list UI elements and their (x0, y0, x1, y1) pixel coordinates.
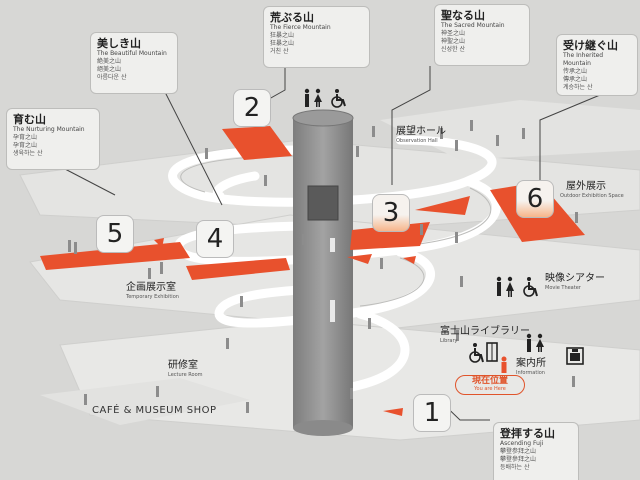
stop-5-line-2: 孕育之山 (13, 142, 38, 149)
lecture-room-jp: 研修室 (168, 360, 198, 371)
outdoor-exhibition-en: Outdoor Exhibition Space (560, 193, 624, 199)
stop-6-line-2: 傳承之山 (563, 76, 588, 83)
movie-theater-jp: 映像シアター (545, 273, 605, 284)
stop-4-line-3: 아름다운 산 (97, 74, 127, 81)
stop-2-subtitle: The Fierce Mountain (270, 24, 331, 31)
stop-badge-5: 5 (96, 215, 134, 253)
label-information: 案内所 Information (516, 358, 546, 377)
stop-card-1: 登拝する山 Ascending Fuji 攀登参拜之山 攀登參拜之山 등배하는 … (493, 422, 579, 480)
label-movie-theater: 映像シアター Movie Theater (545, 273, 605, 292)
stop-1-subtitle: Ascending Fuji (500, 440, 544, 447)
label-observation-hall: 展望ホール Observation Hall (396, 126, 446, 145)
stop-5-title: 育む山 (13, 113, 46, 126)
wheelchair-icon (331, 89, 346, 108)
person-marker-icon (501, 356, 507, 373)
stop-4-subtitle: The Beautiful Mountain (97, 50, 167, 57)
restroom-icon (526, 333, 544, 352)
temporary-exhibition-jp: 企画展示室 (126, 282, 176, 293)
wheelchair-icon (523, 277, 538, 297)
stop-1-line-1: 攀登参拜之山 (500, 448, 537, 455)
central-tower-top (292, 109, 354, 127)
stop-3-title: 聖なる山 (441, 9, 485, 22)
lecture-room-en: Lecture Room (168, 372, 203, 378)
stop-4-line-1: 絶美之山 (97, 58, 122, 65)
zone-3b (415, 196, 470, 215)
stop-5-line-3: 생육하는 산 (13, 150, 43, 157)
stop-6-subtitle: The Inherited Mountain (563, 52, 604, 67)
stop-badge-6: 6 (516, 180, 554, 218)
label-temporary-exhibition: 企画展示室 Temporary Exhibition (126, 282, 179, 301)
stop-1-line-2: 攀登參拜之山 (500, 456, 537, 463)
stop-badge-4: 4 (196, 220, 234, 258)
library-en: Library (440, 338, 458, 344)
stop-6-title: 受け継ぐ山 (563, 39, 618, 52)
stop-card-6: 受け継ぐ山 The Inherited Mountain 传承之山 傳承之山 계… (556, 34, 638, 96)
stop-5-line-1: 孕育之山 (13, 134, 38, 141)
central-tower (293, 118, 353, 428)
you-are-here-marker: 現在位置 You are Here (455, 375, 525, 395)
zone-2 (222, 126, 292, 160)
stop-1-line-3: 등배하는 산 (500, 464, 530, 471)
zone-4 (186, 258, 290, 280)
stop-badge-1: 1 (413, 394, 451, 432)
restroom-icon (304, 88, 322, 107)
information-en: Information (516, 370, 545, 376)
you-are-here-en: You are Here (474, 386, 506, 392)
stop-1-title: 登拝する山 (500, 427, 555, 440)
stop-card-3: 聖なる山 The Sacred Mountain 神圣之山 神聖之山 신성한 산 (434, 4, 530, 66)
temporary-exhibition-en: Temporary Exhibition (126, 294, 179, 300)
restroom-icon (496, 276, 514, 297)
label-library: 富士山ライブラリー Library (440, 326, 530, 345)
stop-2-line-1: 狂暴之山 (270, 32, 295, 39)
stop-card-5: 育む山 The Nurturing Mountain 孕育之山 孕育之山 생육하… (6, 108, 100, 170)
elevator-icon (486, 342, 498, 362)
stop-3-line-3: 신성한 산 (441, 46, 465, 53)
zone-5 (40, 242, 190, 270)
stop-4-title: 美しき山 (97, 37, 141, 50)
zone-3 (350, 222, 430, 250)
stop-2-line-3: 거친 산 (270, 48, 289, 55)
stop-5-subtitle: The Nurturing Mountain (13, 126, 85, 133)
visitor-figures (68, 120, 578, 413)
stop-3-subtitle: The Sacred Mountain (441, 22, 505, 29)
stop-badge-3: 3 (372, 194, 410, 232)
coin-locker-icon (566, 347, 584, 365)
stop-4-line-2: 絕美之山 (97, 66, 122, 73)
label-lecture-room: 研修室 Lecture Room (168, 360, 203, 379)
stop-6-line-3: 계승하는 산 (563, 84, 593, 91)
label-outdoor-exhibition: 屋外展示 Outdoor Exhibition Space (560, 181, 624, 200)
stop-3-line-1: 神圣之山 (441, 30, 466, 37)
elevator-car (307, 185, 339, 221)
wheelchair-icon (469, 343, 484, 363)
information-jp: 案内所 (516, 358, 546, 369)
stop-badge-2: 2 (233, 89, 271, 127)
stop-card-2: 荒ぶる山 The Fierce Mountain 狂暴之山 狂暴之山 거친 산 (263, 6, 370, 68)
you-are-here-jp: 現在位置 (471, 376, 508, 386)
stop-3-line-2: 神聖之山 (441, 38, 466, 45)
stop-6-line-1: 传承之山 (563, 68, 588, 75)
stop-2-line-2: 狂暴之山 (270, 40, 295, 47)
stop-2-title: 荒ぶる山 (270, 11, 314, 24)
floor-slab-bottom (40, 378, 250, 425)
observation-hall-en: Observation Hall (396, 138, 438, 144)
movie-theater-en: Movie Theater (545, 285, 581, 291)
library-jp: 富士山ライブラリー (440, 326, 530, 337)
cafe-museum-shop-label: CAFÉ & MUSEUM SHOP (92, 405, 217, 416)
outdoor-exhibition-jp: 屋外展示 (566, 181, 606, 192)
stop-card-4: 美しき山 The Beautiful Mountain 絶美之山 絕美之山 아름… (90, 32, 178, 94)
observation-hall-jp: 展望ホール (396, 126, 446, 137)
zone-1 (383, 408, 403, 416)
